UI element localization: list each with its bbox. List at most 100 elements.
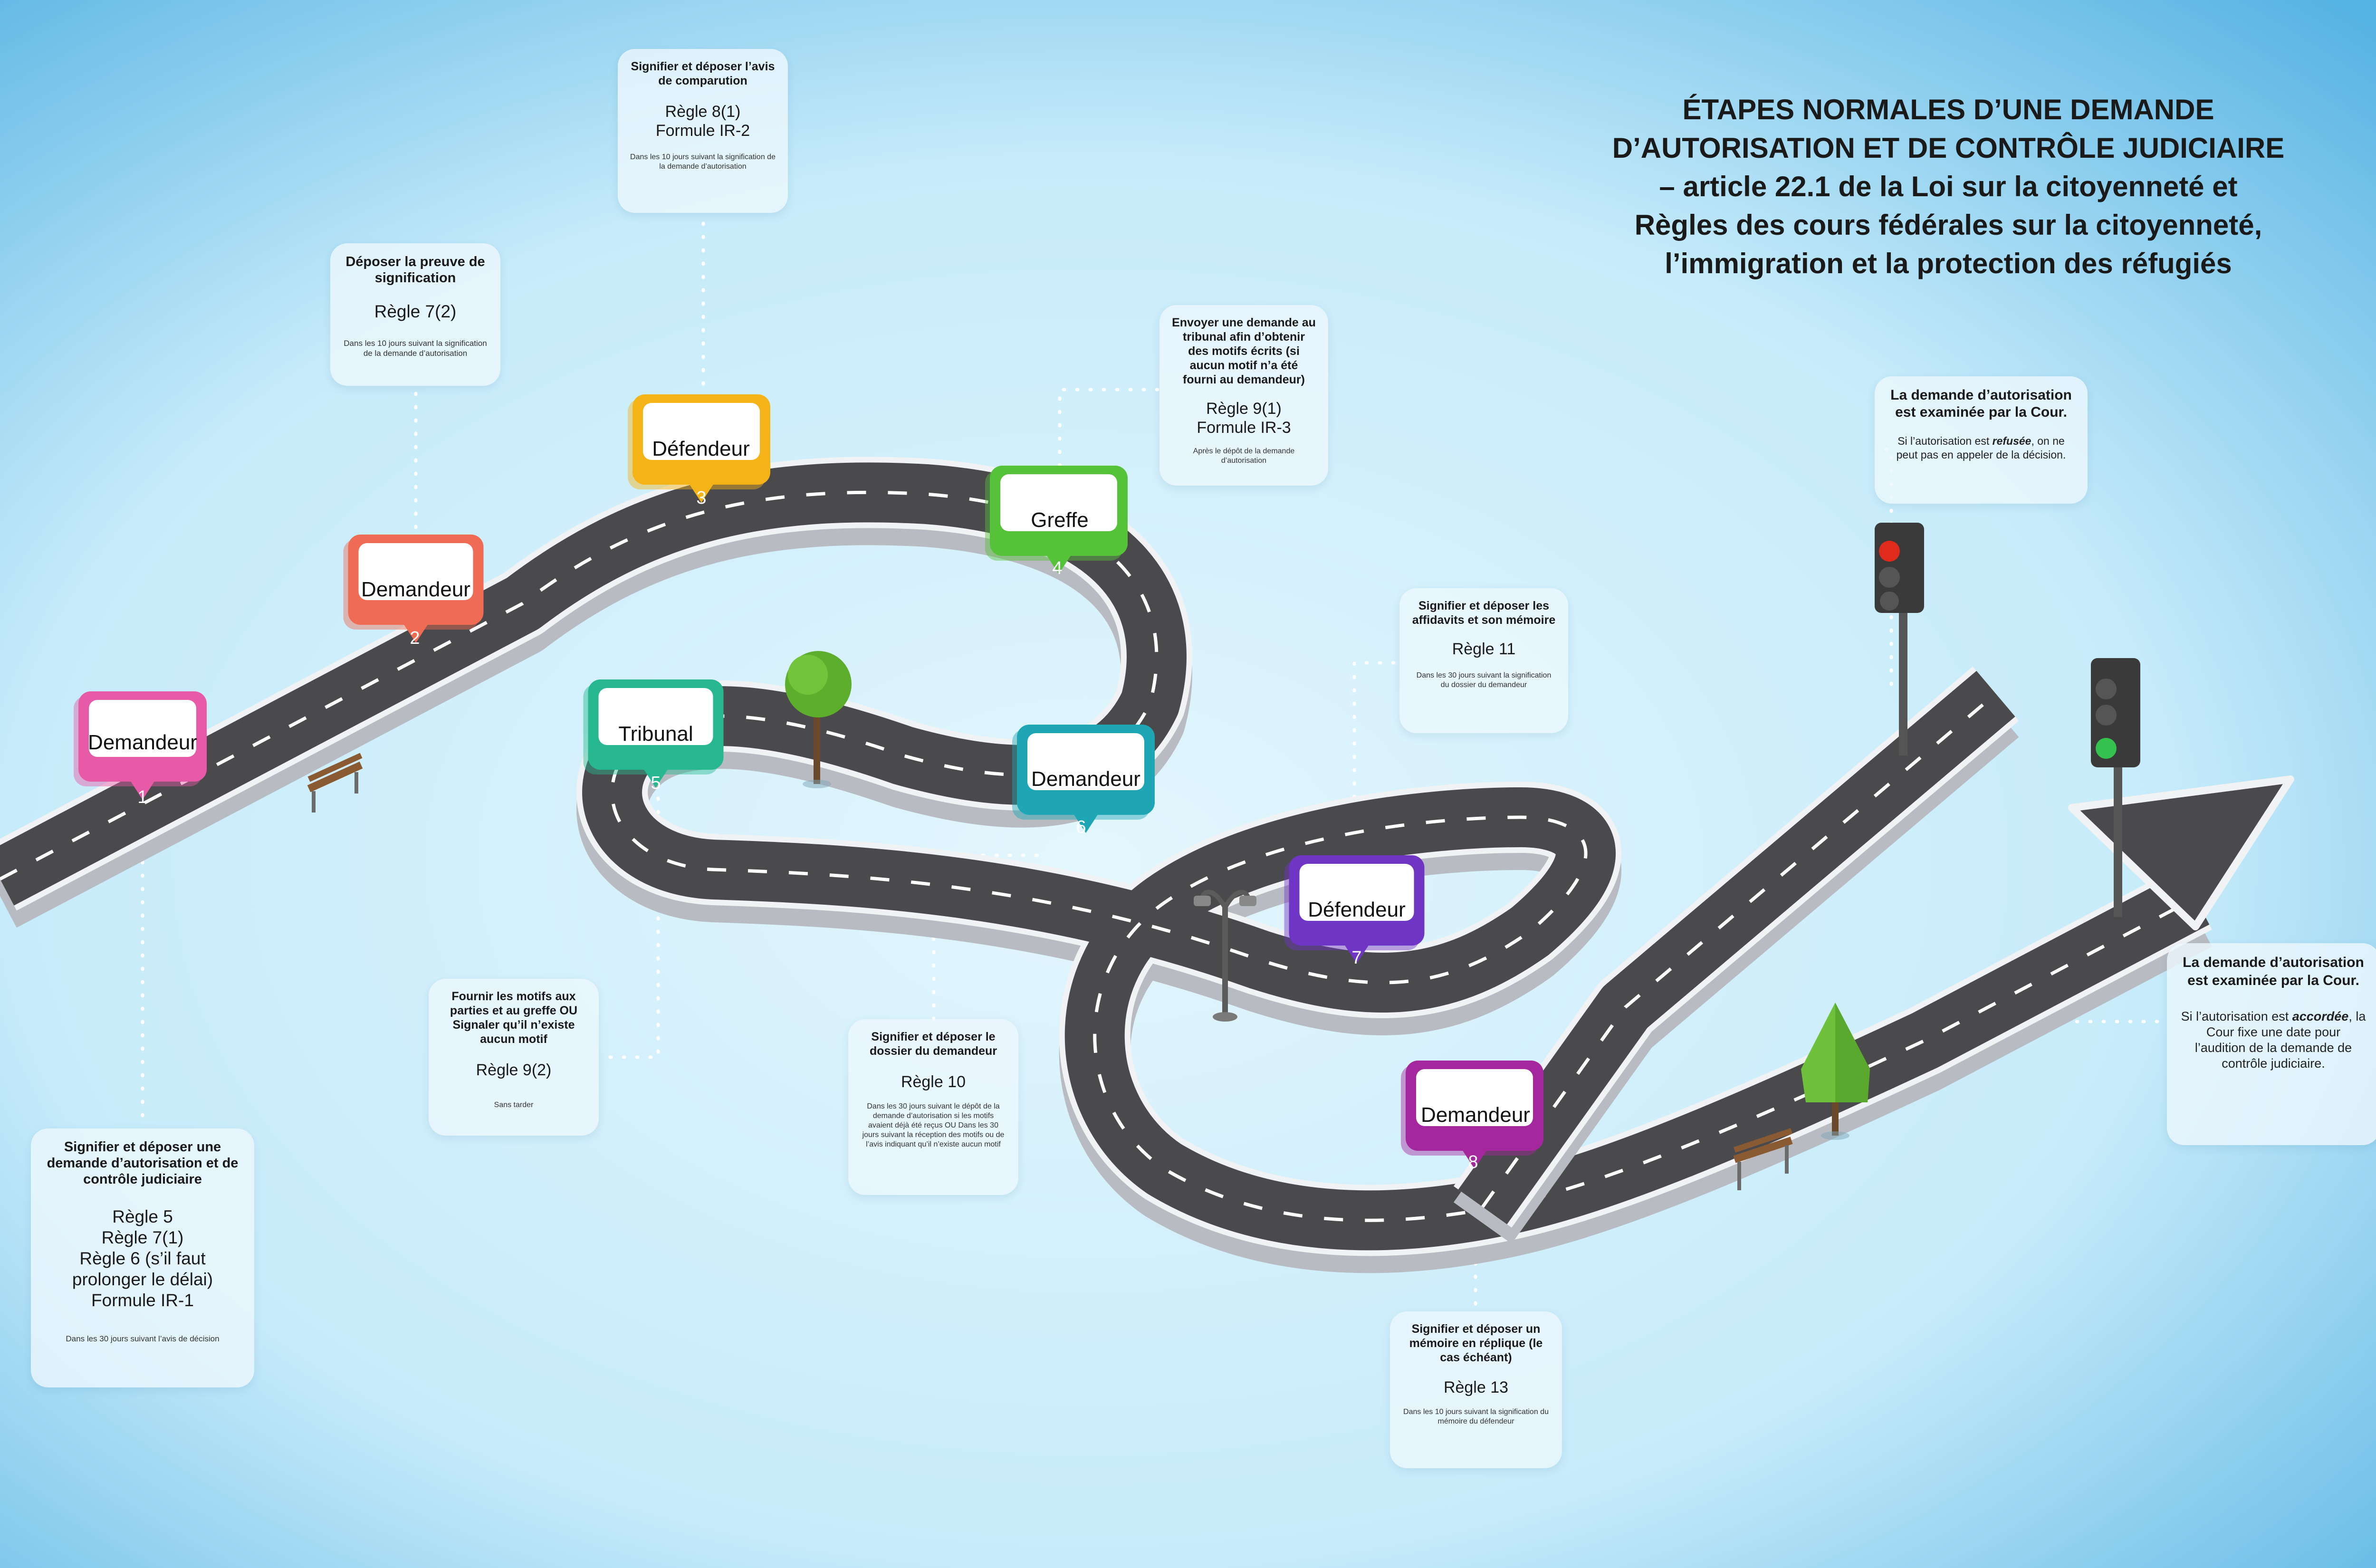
page-title: ÉTAPES NORMALES D’UNE DEMANDE D’AUTORISA… bbox=[1497, 90, 2376, 283]
card-rule: Règle 13 bbox=[1443, 1378, 1509, 1396]
card-rule: Règle 11 bbox=[1452, 640, 1516, 658]
marker-label-area bbox=[1027, 733, 1144, 790]
card-body: Si l’autorisation est refusée, on ne peu… bbox=[1887, 434, 2075, 462]
card-step-7: Signifier et déposer les affidavits et s… bbox=[1399, 588, 1568, 733]
card-title: Signifier et déposer l’avis de comparuti… bbox=[631, 60, 775, 87]
traffic-light-green-icon bbox=[2091, 658, 2140, 917]
title-line: – article 22.1 de la Loi sur la citoyenn… bbox=[1659, 171, 2238, 202]
card-body-text: Si l’autorisation est bbox=[2181, 1009, 2292, 1023]
tree-icon bbox=[1801, 1003, 1870, 1140]
card-body-text: Si l’autorisation est bbox=[1897, 435, 1993, 447]
step-2-number: 2 bbox=[410, 628, 420, 648]
title-line: Règles des cours fédérales sur la citoye… bbox=[1634, 209, 2262, 241]
marker-tail bbox=[643, 769, 668, 788]
step-marker bbox=[1284, 855, 1425, 964]
step-1-actor: Demandeur bbox=[88, 731, 197, 754]
card-rule: Règle 5 bbox=[112, 1207, 173, 1226]
marker-label-area bbox=[1000, 474, 1117, 531]
card-title: Fournir les motifs aux parties et au gre… bbox=[450, 990, 578, 1046]
step-5-number: 5 bbox=[651, 773, 661, 793]
card-body-text: , on ne peut pas en appeler de la décisi… bbox=[1896, 435, 2066, 461]
marker-label-area bbox=[1299, 864, 1414, 921]
marker-label-area bbox=[1416, 1069, 1533, 1126]
card-rules: Règle 9(2) bbox=[441, 1061, 586, 1080]
card-step-3: Signifier et déposer l’avis de comparuti… bbox=[618, 49, 788, 213]
card-title: Signifier et déposer les affidavits et s… bbox=[1412, 599, 1556, 627]
arrow-head-icon bbox=[2068, 775, 2294, 930]
card-rule: Règle 9(1) bbox=[1206, 400, 1282, 418]
step-8-number: 8 bbox=[1468, 1152, 1478, 1172]
step-marker bbox=[1401, 1061, 1543, 1169]
bench-icon bbox=[1733, 1128, 1793, 1190]
card-step-6: Signifier et déposer le dossier du deman… bbox=[848, 1019, 1018, 1195]
step-3-actor: Défendeur bbox=[652, 437, 750, 460]
marker-label-area bbox=[598, 688, 713, 745]
card-step-5: Fournir les motifs aux parties et au gre… bbox=[429, 979, 599, 1136]
card-rules: Règle 10 bbox=[861, 1072, 1006, 1091]
card-step-8: Signifier et déposer un mémoire en répli… bbox=[1390, 1311, 1562, 1468]
card-note: Dans les 10 jours suivant la significati… bbox=[630, 153, 776, 171]
card-rule: Règle 8(1) bbox=[665, 103, 741, 121]
marker-tail bbox=[1344, 945, 1369, 964]
step-2-actor: Demandeur bbox=[361, 578, 470, 601]
card-title: Signifier et déposer une demande d’autor… bbox=[47, 1139, 239, 1187]
card-step-2: Déposer la preuve de signification Règle… bbox=[330, 243, 500, 386]
title-line: D’AUTORISATION ET DE CONTRÔLE JUDICIAIRE bbox=[1612, 132, 2285, 164]
marker-tail bbox=[689, 484, 714, 503]
card-rule: Règle 9(2) bbox=[476, 1061, 552, 1079]
card-body-emphasis: refusée bbox=[1992, 435, 2031, 447]
card-body-text: , la Cour fixe une date pour l’audition … bbox=[2194, 1009, 2366, 1071]
tree-icon bbox=[785, 651, 852, 788]
card-refused: La demande d’autorisation est examinée p… bbox=[1875, 376, 2088, 504]
card-rule: prolonger le délai) bbox=[72, 1270, 213, 1289]
card-rule: Formule IR-3 bbox=[1197, 419, 1291, 437]
card-note: Dans les 10 jours suivant la significati… bbox=[344, 339, 487, 358]
step-marker bbox=[628, 394, 770, 503]
card-rule: Règle 7(2) bbox=[374, 302, 457, 321]
marker-tail bbox=[403, 624, 428, 643]
card-title: La demande d’autorisation est examinée p… bbox=[2183, 955, 2364, 988]
card-note: Dans les 30 jours suivant le dépôt de la… bbox=[862, 1102, 1005, 1148]
card-note: Dans les 30 jours suivant l’avis de déci… bbox=[66, 1334, 220, 1343]
step-7-actor: Défendeur bbox=[1308, 898, 1406, 921]
title-line: ÉTAPES NORMALES D’UNE DEMANDE bbox=[1682, 94, 2214, 125]
marker-label-area bbox=[89, 700, 196, 757]
card-title: Signifier et déposer un mémoire en répli… bbox=[1409, 1322, 1543, 1364]
card-note: Dans les 10 jours suivant la significati… bbox=[1403, 1408, 1549, 1425]
traffic-light-red-icon bbox=[1875, 523, 1924, 755]
card-step-1: Signifier et déposer une demande d’autor… bbox=[31, 1128, 254, 1387]
step-7-number: 7 bbox=[1351, 948, 1362, 968]
card-step-4: Envoyer une demande au tribunal afin d’o… bbox=[1159, 305, 1328, 486]
card-title: Signifier et déposer le dossier du deman… bbox=[869, 1030, 997, 1058]
step-marker bbox=[583, 679, 724, 788]
street-lamp-icon bbox=[1194, 889, 1256, 1022]
marker-tail bbox=[1462, 1150, 1487, 1169]
card-note: Après le dépôt de la demande d’autorisat… bbox=[1193, 447, 1295, 465]
marker-tail bbox=[1073, 814, 1098, 833]
card-title: Envoyer une demande au tribunal afin d’o… bbox=[1172, 316, 1316, 386]
card-granted: La demande d’autorisation est examinée p… bbox=[2167, 943, 2376, 1145]
card-rule: Formule IR-2 bbox=[655, 122, 750, 140]
card-rules: Règle 13 bbox=[1402, 1378, 1550, 1397]
card-body-emphasis: accordée bbox=[2292, 1009, 2349, 1023]
card-rule: Règle 10 bbox=[901, 1073, 966, 1091]
step-4-actor: Greffe bbox=[1031, 508, 1089, 532]
step-marker bbox=[343, 535, 484, 643]
step-3-number: 3 bbox=[696, 488, 707, 508]
marker-label-area bbox=[358, 543, 473, 600]
card-body: Si l’autorisation est accordée, la Cour … bbox=[2179, 1009, 2367, 1071]
step-6-number: 6 bbox=[1076, 817, 1086, 837]
step-5-actor: Tribunal bbox=[618, 722, 693, 746]
step-marker bbox=[1012, 725, 1155, 833]
step-marker bbox=[985, 466, 1128, 574]
card-rules: Règle 8(1) Formule IR-2 bbox=[630, 102, 776, 140]
card-title: Déposer la preuve de signification bbox=[345, 254, 485, 286]
title-line: l’immigration et la protection des réfug… bbox=[1665, 248, 2232, 279]
step-4-number: 4 bbox=[1052, 558, 1063, 578]
step-marker bbox=[74, 691, 207, 800]
card-rule: Formule IR-1 bbox=[91, 1291, 194, 1310]
step-1-number: 1 bbox=[137, 787, 148, 807]
card-rules: Règle 5 Règle 7(1) Règle 6 (s’il faut pr… bbox=[43, 1206, 242, 1311]
